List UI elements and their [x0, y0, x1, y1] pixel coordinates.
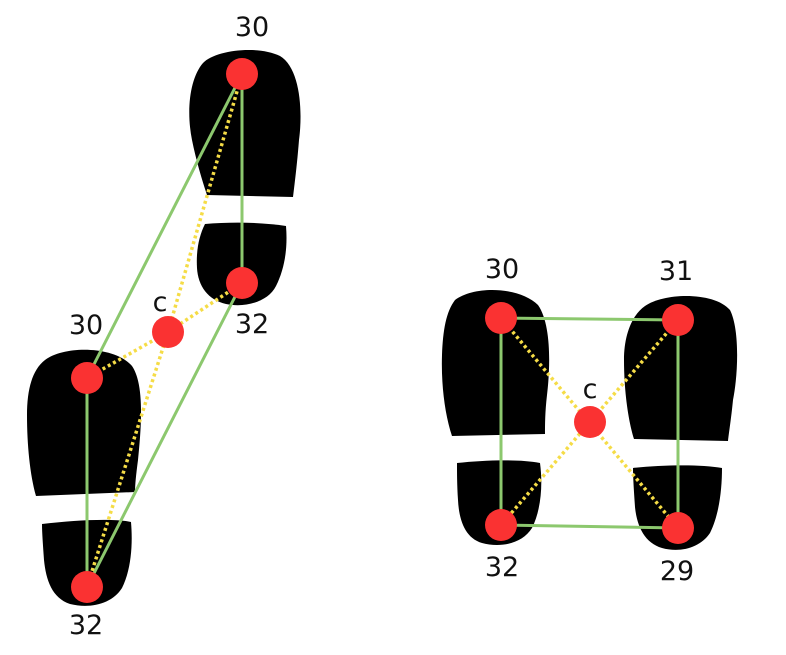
label-top-right: 30: [235, 12, 269, 43]
point-center: [574, 406, 606, 438]
point-bottom-right: [662, 512, 694, 544]
right-footprint-forefoot: [189, 49, 301, 197]
outline-lines: [85, 73, 244, 588]
label-bottom-left: 32: [485, 552, 519, 583]
diagonal-line: [86, 281, 243, 380]
label-bottom-left: 32: [69, 610, 103, 641]
point-top-right: [662, 304, 694, 336]
outline-line: [85, 282, 244, 588]
outline-lines: [499, 316, 680, 530]
outline-line: [85, 73, 244, 379]
point-center: [152, 316, 184, 348]
right-footprint-forefoot: [624, 295, 738, 441]
point-bottom-left: [71, 571, 103, 603]
stance-diagram-parallel: 30 31 32 29 c: [441, 254, 738, 587]
stance-diagram-staggered: 30 32 30 32 c: [27, 12, 301, 641]
label-bottom-right: 32: [235, 309, 269, 340]
label-center: c: [153, 287, 168, 318]
diagonal-lines: [85, 73, 244, 588]
label-top-left: 30: [485, 254, 519, 285]
outline-line: [500, 316, 679, 322]
diagonal-lines: [499, 316, 680, 530]
point-top-right: [226, 58, 258, 90]
point-bottom-right: [226, 267, 258, 299]
point-top-left: [485, 302, 517, 334]
point-bottom-left: [485, 509, 517, 541]
diagonal-line: [499, 316, 680, 530]
label-top-right: 31: [659, 256, 693, 287]
label-bottom-right: 29: [660, 556, 694, 587]
point-top-left: [71, 362, 103, 394]
left-footprint-forefoot: [441, 289, 550, 436]
diagonal-line: [85, 73, 244, 588]
label-center: c: [583, 374, 598, 405]
label-top-left: 30: [69, 310, 103, 341]
outline-line: [500, 523, 679, 530]
left-footprint-forefoot: [27, 349, 142, 496]
